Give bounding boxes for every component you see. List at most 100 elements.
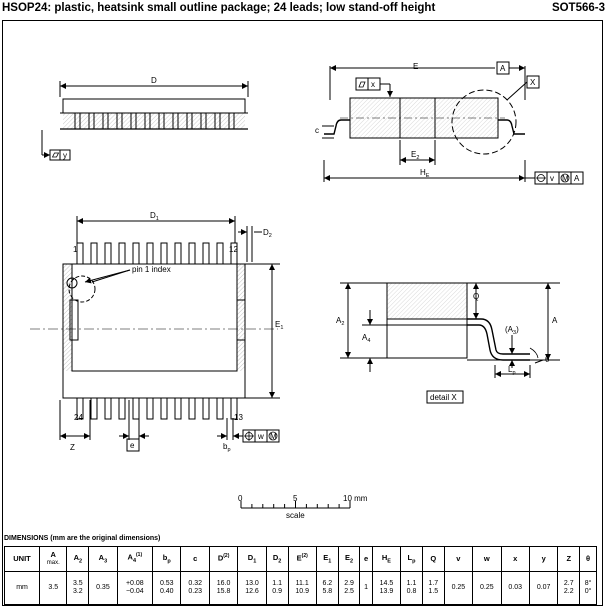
front-view xyxy=(322,61,584,185)
dim-cell: 3.5 xyxy=(39,571,68,605)
dimensions-title: DIMENSIONS (mm are the original dimensio… xyxy=(4,535,161,542)
dim-header: e xyxy=(359,546,373,572)
top-lead xyxy=(76,242,84,265)
dim-header: E(2) xyxy=(287,546,317,572)
dim-cell: 0.25 xyxy=(472,571,502,605)
scale-bar xyxy=(240,501,351,509)
label-c: c xyxy=(315,126,319,135)
label-v: v xyxy=(550,174,554,183)
dim-cell: 0.07 xyxy=(528,571,559,605)
label-e2: E2 xyxy=(411,150,419,161)
dim-header: A3 xyxy=(88,546,118,572)
dim-header: Lp xyxy=(400,546,423,572)
label-z: Z xyxy=(70,443,75,452)
label-pin-13: 13 xyxy=(234,413,243,422)
label-w: w xyxy=(257,432,264,441)
top-lead xyxy=(146,242,154,265)
dim-header: D1 xyxy=(237,546,267,572)
bottom-lead xyxy=(174,397,182,420)
dim-cell: 0.03 xyxy=(500,571,530,605)
top-lead xyxy=(188,242,196,265)
bottom-lead xyxy=(216,397,224,420)
dim-header: UNIT xyxy=(3,546,41,572)
top-lead xyxy=(160,242,168,265)
label-d: D xyxy=(151,76,157,85)
dim-header: bp xyxy=(152,546,182,572)
label-a3: (A3) xyxy=(505,325,519,336)
bottom-lead xyxy=(104,397,112,420)
label-lp: Lp xyxy=(508,365,516,376)
bottom-lead xyxy=(202,397,210,420)
bottom-lead xyxy=(146,397,154,420)
top-lead xyxy=(90,242,98,265)
label-a: A xyxy=(552,316,558,325)
dim-cell: +0.08−0.04 xyxy=(116,571,154,605)
label-a4: A4 xyxy=(362,333,370,344)
bottom-lead xyxy=(160,397,168,420)
label-d2: D2 xyxy=(263,228,272,239)
label-pin-1-index: pin 1 index xyxy=(132,265,171,274)
label-detail-x: detail X xyxy=(430,393,457,402)
dim-header: E1 xyxy=(315,546,339,572)
label-bp: bp xyxy=(223,442,231,453)
label-pin-12: 12 xyxy=(229,245,238,254)
bottom-lead xyxy=(118,397,126,420)
label-a2: A2 xyxy=(336,316,344,327)
dim-header: θ xyxy=(579,546,597,572)
scale-label: scale xyxy=(286,511,305,520)
top-lead xyxy=(202,242,210,265)
label-m: M xyxy=(562,174,569,183)
bottom-lead xyxy=(188,397,196,420)
dim-cell: mm xyxy=(3,571,41,605)
dim-cell: 0.35 xyxy=(88,571,118,605)
package-code: SOT566-3 xyxy=(551,2,605,14)
side-view xyxy=(41,81,249,161)
label-a-box: A xyxy=(500,64,506,73)
label-q: Q xyxy=(473,292,479,301)
label-m-2: M xyxy=(270,432,277,441)
scale-tick-10: 10 mm xyxy=(343,494,368,503)
dim-cell: 8°0° xyxy=(579,571,597,605)
top-lead xyxy=(118,242,126,265)
dim-header: A4(1) xyxy=(116,546,154,572)
scale-tick-5: 5 xyxy=(293,494,298,503)
label-theta: θ xyxy=(545,355,550,364)
dim-cell: 1 xyxy=(359,571,373,605)
dim-header: Q xyxy=(421,546,445,572)
dim-header: Z xyxy=(557,546,581,572)
bottom-lead xyxy=(90,397,98,420)
top-view xyxy=(30,216,280,452)
label-he: HE xyxy=(420,168,430,179)
label-pin-1: 1 xyxy=(73,245,78,254)
detail-x-view xyxy=(340,282,560,404)
top-lead xyxy=(132,242,140,265)
scale-tick-0: 0 xyxy=(238,494,243,503)
top-lead xyxy=(216,242,224,265)
top-lead xyxy=(174,242,182,265)
label-pin-24: 24 xyxy=(74,413,83,422)
bottom-lead xyxy=(132,397,140,420)
label-x-box: X xyxy=(530,78,536,87)
label-x: x xyxy=(371,80,375,89)
drawing-frame xyxy=(2,20,603,606)
drawing-labels: D E A X x y c E2 HE v M A D1 D2 1 12 pin… xyxy=(63,62,580,520)
dim-header: c xyxy=(180,546,210,572)
dim-header: x xyxy=(500,546,530,572)
dim-header: y xyxy=(528,546,559,572)
